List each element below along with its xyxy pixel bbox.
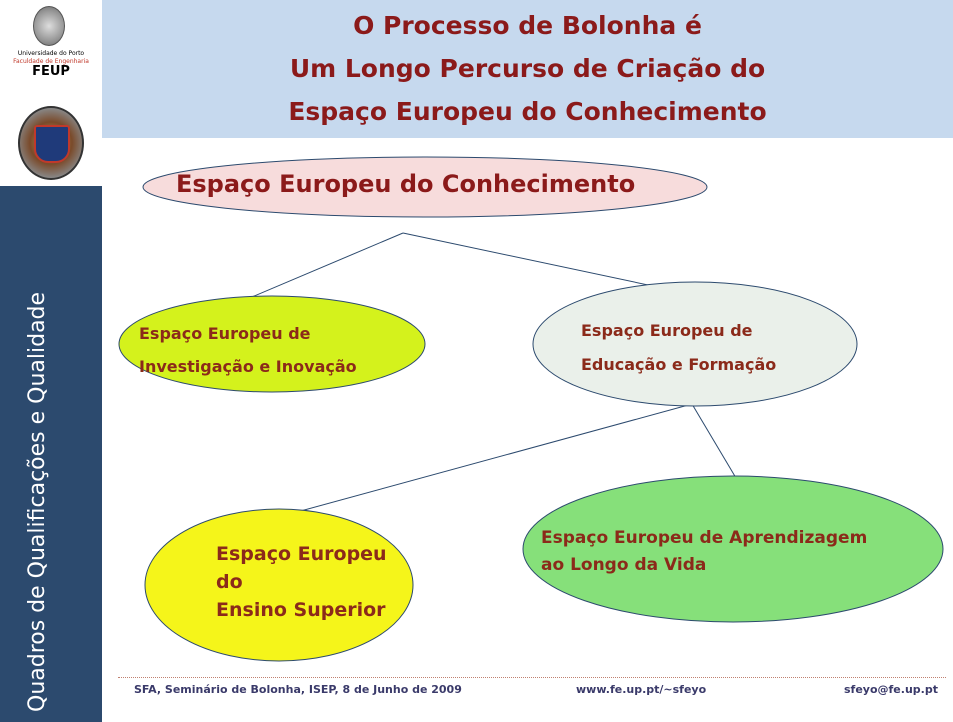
node-root-label: Espaço Europeu do Conhecimento: [176, 170, 636, 198]
footer-event: SFA, Seminário de Bolonha, ISEP, 8 de Ju…: [134, 683, 462, 696]
page-title: O Processo de Bolonha é Um Longo Percurs…: [102, 4, 953, 133]
connector-root-investigacao: [232, 232, 404, 306]
node-ensino-ellipse: [144, 508, 414, 662]
coat-of-arms-icon: [34, 125, 70, 163]
sidebar: Universidade do Porto Faculdade de Engen…: [0, 0, 102, 722]
faculty-acronym: FEUP: [32, 64, 70, 79]
node-educacao-label: Espaço Europeu de Educação e Formação: [581, 321, 777, 374]
faculty-name: Faculdade de Engenharia: [13, 58, 89, 65]
title-line-3: Espaço Europeu do Conhecimento: [288, 97, 767, 126]
node-investigacao-label: Espaço Europeu de Investigação e Inovaçã…: [139, 324, 357, 376]
connector-educacao-aprendizagem: [691, 403, 737, 479]
footer-website[interactable]: www.fe.up.pt/~sfeyo: [576, 683, 707, 696]
node-ensino-label: Espaço Europeu do Ensino Superior: [216, 543, 387, 621]
footer-divider: [118, 677, 946, 678]
feup-seal-icon: [18, 106, 84, 180]
node-aprendizagem-label: Espaço Europeu de Aprendizagem ao Longo …: [541, 528, 868, 575]
university-seal-icon: [33, 6, 65, 46]
title-line-1: O Processo de Bolonha é: [353, 11, 702, 40]
node-investigacao-ellipse: [118, 295, 426, 393]
title-line-2: Um Longo Percurso de Criação do: [289, 54, 766, 83]
university-name: Universidade do Porto: [17, 50, 85, 57]
logo-area: Universidade do Porto Faculdade de Engen…: [0, 0, 102, 186]
connector-educacao-ensino: [274, 403, 693, 519]
node-root-ellipse: [142, 156, 708, 218]
node-educacao-ellipse: [532, 281, 858, 407]
title-bar: [102, 0, 953, 138]
footer-email[interactable]: sfeyo@fe.up.pt: [844, 683, 938, 696]
node-aprendizagem-ellipse: [522, 475, 944, 623]
